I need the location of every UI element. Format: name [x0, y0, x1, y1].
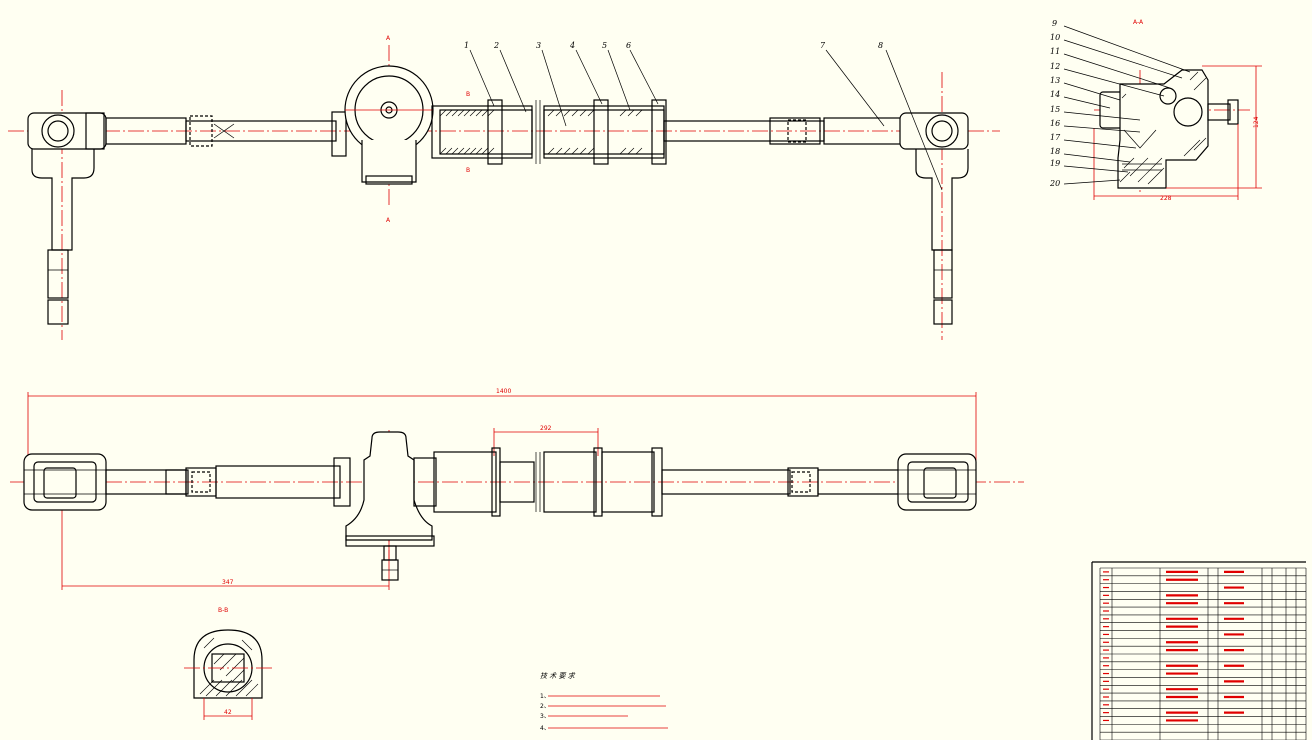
tech-req-line-4: 4、 [540, 725, 550, 732]
callout-3: 3 [536, 41, 541, 50]
callout-17: 17 [1050, 133, 1061, 142]
section-b-b: B-B 42 [184, 607, 272, 720]
tech-req-title: 技 术 要 求 [540, 672, 576, 680]
callout-14: 14 [1050, 90, 1060, 99]
section-mark-b-top: B [466, 91, 470, 98]
tech-req-line-3: 3、 [540, 713, 550, 720]
callout-4: 4 [569, 41, 575, 50]
dim-overall-length: 1400 [496, 388, 511, 395]
callout-18: 18 [1050, 147, 1060, 156]
tech-req-line-2: 2、 [540, 703, 550, 710]
dim-aa-height: 124 [1253, 116, 1260, 128]
parts-list-table [1091, 561, 1307, 740]
callout-9: 9 [1052, 19, 1057, 28]
callout-15: 15 [1050, 105, 1060, 114]
dim-left-347: 347 [222, 579, 234, 586]
callout-12: 12 [1050, 62, 1060, 71]
section-a-a-title: A-A [1133, 19, 1144, 26]
technical-requirements: 技 术 要 求 1、 2、 3、 4、 [540, 672, 668, 732]
dim-travel: 292 [540, 425, 552, 432]
dim-bb-width: 42 [224, 709, 232, 716]
callout-7: 7 [820, 41, 826, 50]
section-mark-a-top: A [386, 35, 391, 42]
tech-req-line-1: 1、 [540, 693, 550, 700]
callout-11: 11 [1050, 47, 1060, 56]
section-a-a: A-A 124 228 [1049, 19, 1262, 202]
dim-aa-width: 228 [1160, 195, 1172, 202]
callout-1: 1 [464, 41, 469, 50]
section-mark-b-bottom: B [466, 167, 470, 174]
callout-16: 16 [1050, 119, 1060, 128]
callout-20: 20 [1049, 179, 1060, 188]
callout-19: 19 [1050, 159, 1060, 168]
callout-13: 13 [1050, 76, 1060, 85]
front-view: 1400 347 292 [10, 388, 1024, 590]
callout-5: 5 [602, 41, 607, 50]
callout-6: 6 [626, 41, 631, 50]
main-view: A A B B 1 2 3 4 5 6 7 8 [8, 35, 1000, 340]
callout-2: 2 [493, 41, 499, 50]
callout-10: 10 [1050, 33, 1060, 42]
section-mark-a-bottom: A [386, 217, 391, 224]
section-b-b-title: B-B [218, 607, 228, 614]
callout-8: 8 [878, 41, 883, 50]
